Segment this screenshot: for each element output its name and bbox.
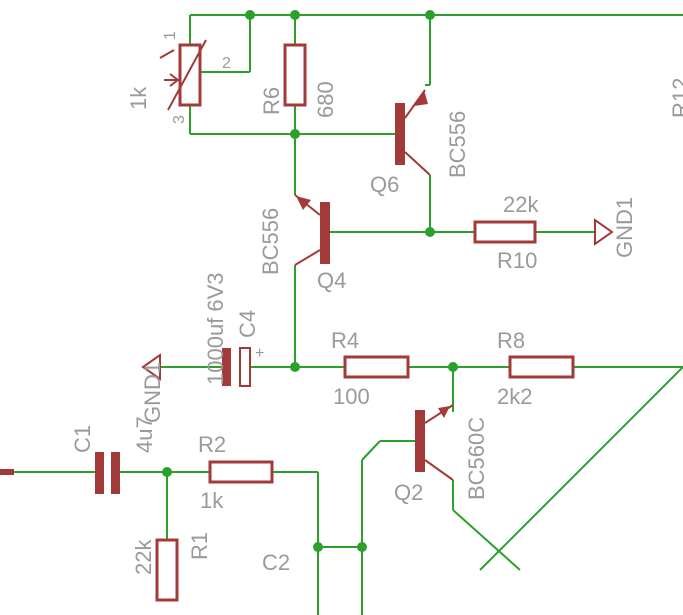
r8-name-label: R8 [497, 328, 525, 353]
junction-dot [425, 10, 435, 20]
junction-dot [425, 227, 435, 237]
q2-name-label: Q2 [394, 480, 423, 505]
c1-value-label: 4u7 [132, 416, 157, 453]
pot-pin1-label: 1 [162, 31, 179, 40]
transistor-q2-symbol [415, 404, 454, 481]
junction-dot [162, 467, 172, 477]
resistor-r4-symbol [343, 355, 410, 379]
resistor-r10-symbol [473, 220, 537, 244]
ground-symbol-right [594, 218, 614, 246]
junction-dot [290, 129, 300, 139]
r6-value-label: 680 [313, 81, 338, 118]
c4-value-label: 1000uf 6V3 [203, 272, 228, 385]
junction-dot [313, 542, 323, 552]
q4-type-label: BC556 [258, 208, 283, 275]
q6-type-label: BC556 [445, 111, 470, 178]
wires [0, 14, 683, 615]
junction-dot [290, 362, 300, 372]
r10-value-label: 22k [503, 192, 539, 217]
r6-name-label: R6 [259, 87, 284, 115]
junction-dot [290, 10, 300, 20]
r1-name-label: R1 [187, 532, 212, 560]
labels: 1 2 3 1k R6 680 Q6 BC556 BC556 Q4 22k R1… [70, 31, 683, 575]
transistor-q4-symbol [294, 194, 330, 266]
gnd-right-label: GND1 [612, 197, 637, 258]
pot-pin2-label: 2 [222, 55, 231, 72]
r2-value-label: 1k [200, 488, 224, 513]
resistor-r8-symbol [508, 355, 575, 379]
r4-value-label: 100 [333, 384, 370, 409]
capacitor-c1-symbol [95, 452, 120, 494]
r1-value-label: 22k [131, 539, 156, 575]
resistor-r6-symbol [283, 43, 307, 107]
r8-value-label: 2k2 [497, 384, 532, 409]
q6-name-label: Q6 [370, 172, 399, 197]
junction-dot [357, 542, 367, 552]
r10-name-label: R10 [497, 248, 537, 273]
q4-name-label: Q4 [317, 268, 346, 293]
ground-symbol-left [141, 353, 161, 381]
pot-pin3-label: 3 [171, 115, 188, 124]
junction-dot [448, 362, 458, 372]
resistor-r2-symbol [208, 460, 274, 484]
junction-dot [245, 10, 255, 20]
pot-value-label: 1k [126, 86, 151, 110]
r12-partial-label: R12 [668, 78, 683, 118]
c2-name-label: C2 [262, 550, 290, 575]
q2-type-label: BC560C [464, 417, 489, 500]
gnd-left-label: GND1 [140, 362, 165, 423]
transistor-q6-symbol [395, 89, 431, 176]
c1-name-label: C1 [70, 425, 95, 453]
capacitor-c4-symbol [222, 347, 251, 387]
resistor-r1-symbol [155, 538, 179, 602]
r2-name-label: R2 [198, 432, 226, 457]
r4-name-label: R4 [331, 328, 359, 353]
c4-plus-label: + [255, 345, 264, 362]
c4-name-label: C4 [235, 310, 260, 338]
junctions [162, 10, 458, 552]
input-pin-stub [0, 469, 14, 475]
potentiometer-symbol [159, 39, 207, 111]
